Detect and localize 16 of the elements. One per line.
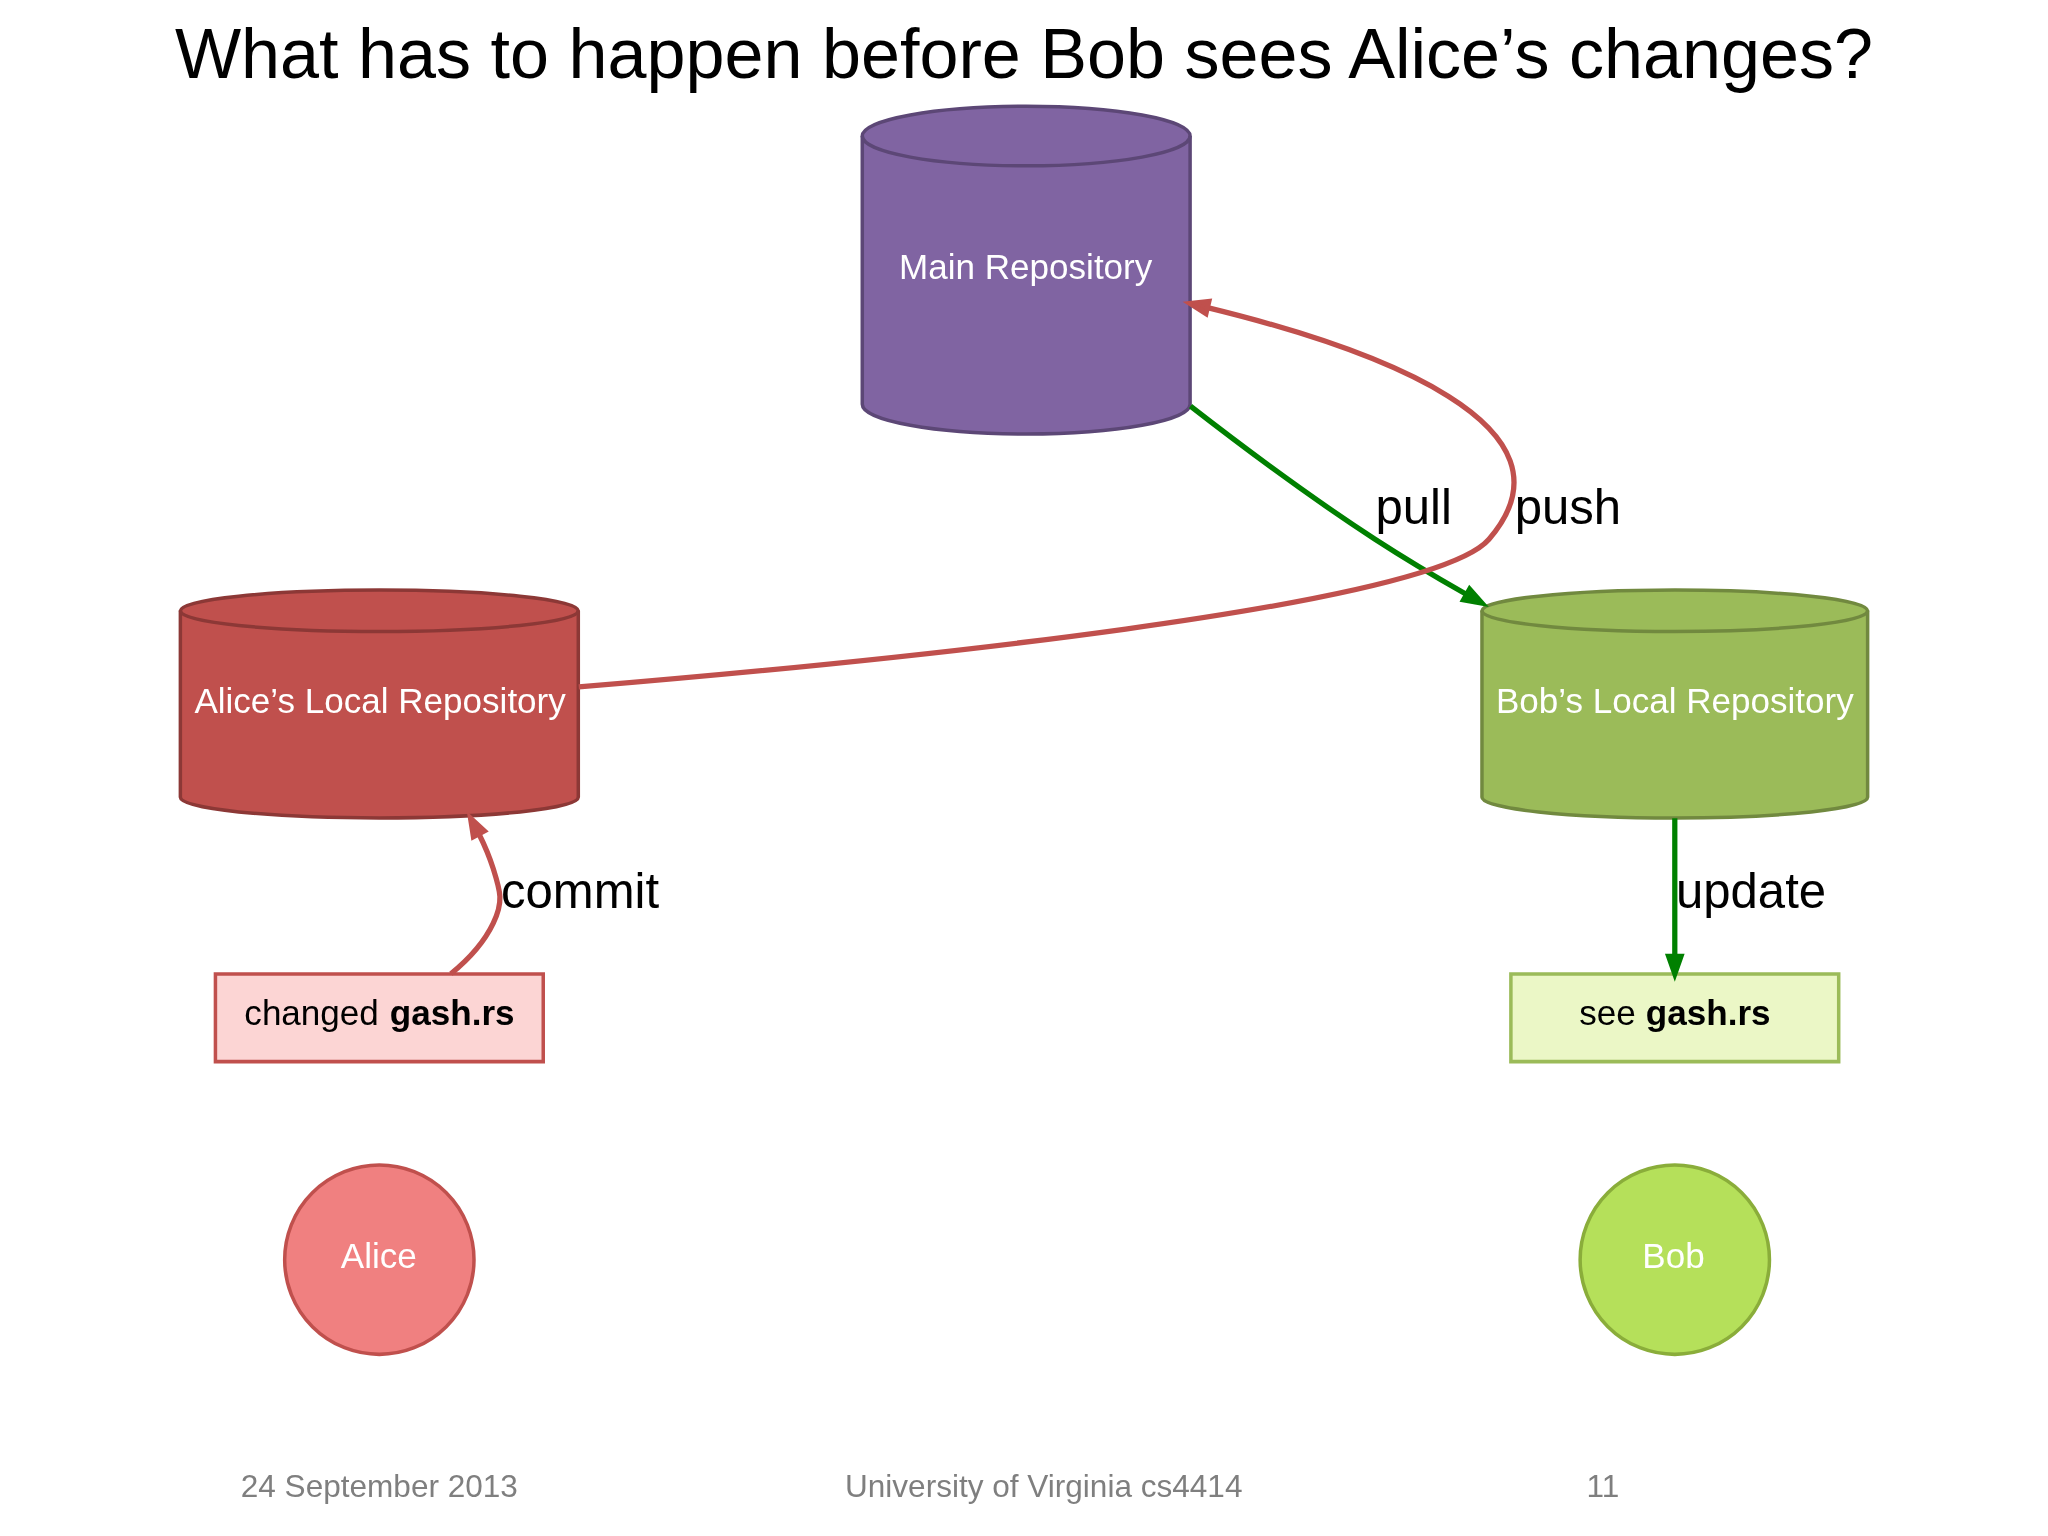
edge-label: push xyxy=(1514,480,1622,535)
label: 11 xyxy=(1586,1468,1620,1505)
node-circle: Bob xyxy=(1578,1163,1772,1357)
edge-label: pull xyxy=(1375,480,1452,535)
label: University of Virginia cs4414 xyxy=(844,1468,1243,1505)
edge-label: commit xyxy=(500,864,660,919)
arrow xyxy=(1664,818,1685,982)
edge-label: update xyxy=(1675,864,1827,919)
arrow xyxy=(1188,404,1489,608)
arrow xyxy=(578,298,1517,690)
node-box: changed gash.rs xyxy=(213,972,545,1064)
node-box: see gash.rs xyxy=(1509,972,1841,1064)
label: 24 September 2013 xyxy=(240,1468,518,1505)
node-circle: Alice xyxy=(282,1163,476,1357)
diagram-title: What has to happen before Bob sees Alice’s changes? xyxy=(174,15,1874,94)
arrow xyxy=(449,811,503,976)
